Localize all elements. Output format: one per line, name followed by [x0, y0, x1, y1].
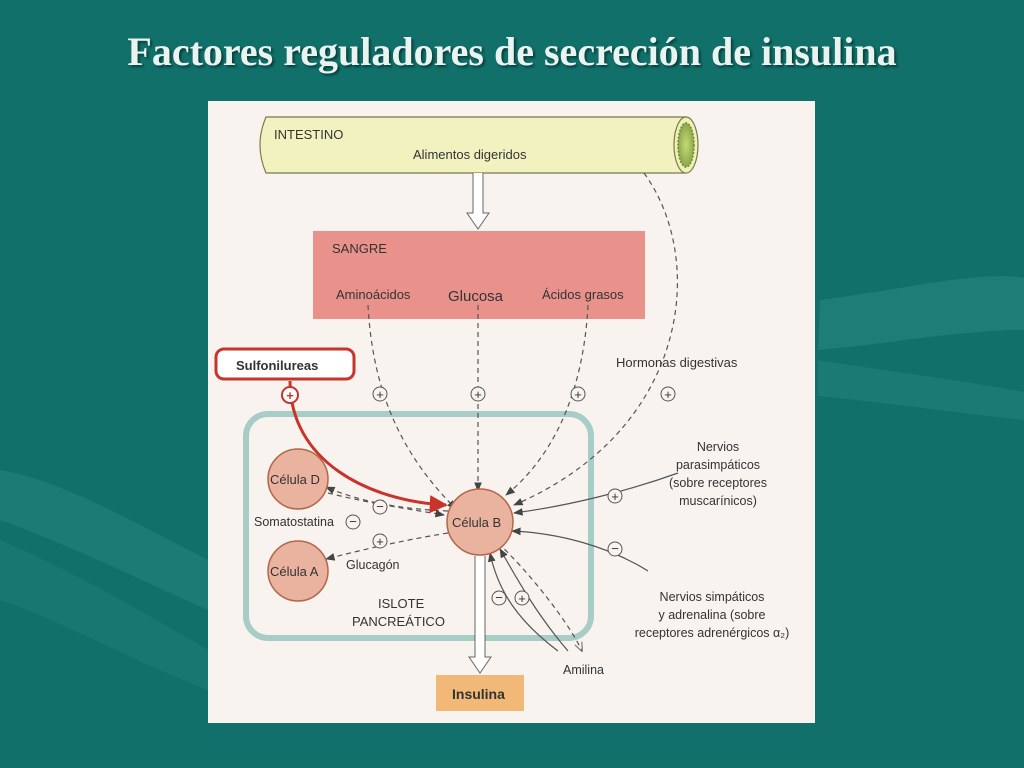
blood-box: SANGRE Aminoácidos Glucosa Ácidos grasos — [313, 231, 645, 319]
minus-text-somatostatin-b: − — [376, 499, 384, 514]
minus-sign-somatostatin-d — [345, 514, 361, 530]
sympathetic-label: Nervios simpáticos y adrenalina (sobre r… — [635, 590, 790, 640]
plus-text-fatty-acids: + — [574, 387, 582, 402]
plus-text-parasympathetic: + — [611, 489, 619, 504]
aminoacids-path — [367, 304, 457, 510]
plus-text-glucagon: + — [376, 534, 384, 549]
diagram-figure: INTESTINO Alimentos digeridos SANGRE Ami… — [208, 101, 815, 723]
cell-d-label: Célula D — [270, 472, 320, 487]
parasympathetic-label: Nervios parasimpáticos (sobre receptores… — [669, 440, 767, 508]
plus-sign-aminoacids — [372, 386, 388, 402]
cell-d: Célula D — [267, 448, 329, 510]
insulin-output-arrow — [468, 556, 492, 674]
plus-sign-glucagon — [372, 533, 388, 549]
islet-label-line1: ISLOTE — [378, 596, 425, 611]
minus-sign-sympathetic — [607, 541, 623, 557]
insulin-label: Insulina — [452, 686, 505, 702]
intestine: INTESTINO Alimentos digeridos — [259, 116, 699, 174]
intestine-label: INTESTINO — [274, 127, 343, 142]
plus-text-sulfonylureas: + — [286, 388, 294, 403]
amylin-label: Amilina — [563, 663, 604, 677]
plus-text-aminoacids: + — [376, 387, 384, 402]
plus-sign-fatty-acids — [570, 386, 586, 402]
nutrient-fatty-acids: Ácidos grasos — [542, 287, 624, 302]
sulfonylureas-box: Sulfonilureas — [214, 347, 356, 381]
cell-b-label: Célula B — [452, 515, 501, 530]
digestive-hormones-path — [513, 172, 678, 506]
parasympathetic-line-4: muscarínicos) — [679, 494, 757, 508]
plus-sign-glucose — [470, 386, 486, 402]
amylin-feedback-plus — [499, 548, 569, 652]
absorption-arrow — [466, 173, 490, 230]
somatostatin-to-b-path — [327, 492, 445, 518]
plus-text-glucose: + — [474, 387, 482, 402]
nutrient-aminoacids: Aminoácidos — [336, 287, 411, 302]
intestine-sublabel: Alimentos digeridos — [413, 147, 527, 162]
plus-sign-sulfonylureas — [281, 386, 299, 404]
intestine-lumen — [677, 122, 695, 168]
plus-sign-amylin — [514, 590, 530, 606]
minus-sign-amylin — [491, 590, 507, 606]
plus-sign-parasympathetic — [607, 488, 623, 504]
amylin-feedback-minus — [488, 552, 559, 652]
slide-title: Factores reguladores de secreción de ins… — [127, 29, 897, 74]
sulfonylureas-label: Sulfonilureas — [236, 358, 318, 373]
parasympathetic-line-2: parasimpáticos — [676, 458, 760, 472]
glucagon-label: Glucagón — [346, 558, 400, 572]
cell-a: Célula A — [267, 540, 329, 602]
somatostatin-label: Somatostatina — [254, 515, 334, 529]
islet-label-line2: PANCREÁTICO — [352, 614, 445, 629]
sympathetic-path — [511, 527, 649, 572]
minus-text-amylin: − — [495, 590, 503, 605]
minus-text-somatostatin-d: − — [349, 514, 357, 529]
cell-a-label: Célula A — [270, 564, 319, 579]
plus-sign-hormones — [660, 386, 676, 402]
pancreatic-islet — [243, 411, 594, 641]
sympathetic-line-1: Nervios simpáticos — [660, 590, 765, 604]
digestive-hormones-label: Hormonas digestivas — [616, 355, 738, 370]
parasympathetic-path — [513, 472, 679, 516]
sympathetic-line-2: y adrenalina (sobre — [658, 608, 765, 622]
minus-text-sympathetic: − — [611, 541, 619, 556]
minus-sign-somatostatin-b — [372, 499, 388, 515]
cell-b: Célula B — [446, 488, 514, 556]
fatty-acids-path — [505, 304, 589, 496]
sympathetic-line-3: receptores adrenérgicos α₂) — [635, 626, 790, 640]
plus-text-hormones: + — [664, 387, 672, 402]
sulfonylureas-arrow — [288, 380, 448, 514]
insulin-box: Insulina — [436, 675, 524, 711]
nutrient-glucose: Glucosa — [448, 288, 504, 305]
parasympathetic-line-1: Nervios — [697, 440, 739, 454]
parasympathetic-line-3: (sobre receptores — [669, 476, 767, 490]
plus-text-amylin: + — [518, 591, 526, 606]
blood-label: SANGRE — [332, 241, 387, 256]
